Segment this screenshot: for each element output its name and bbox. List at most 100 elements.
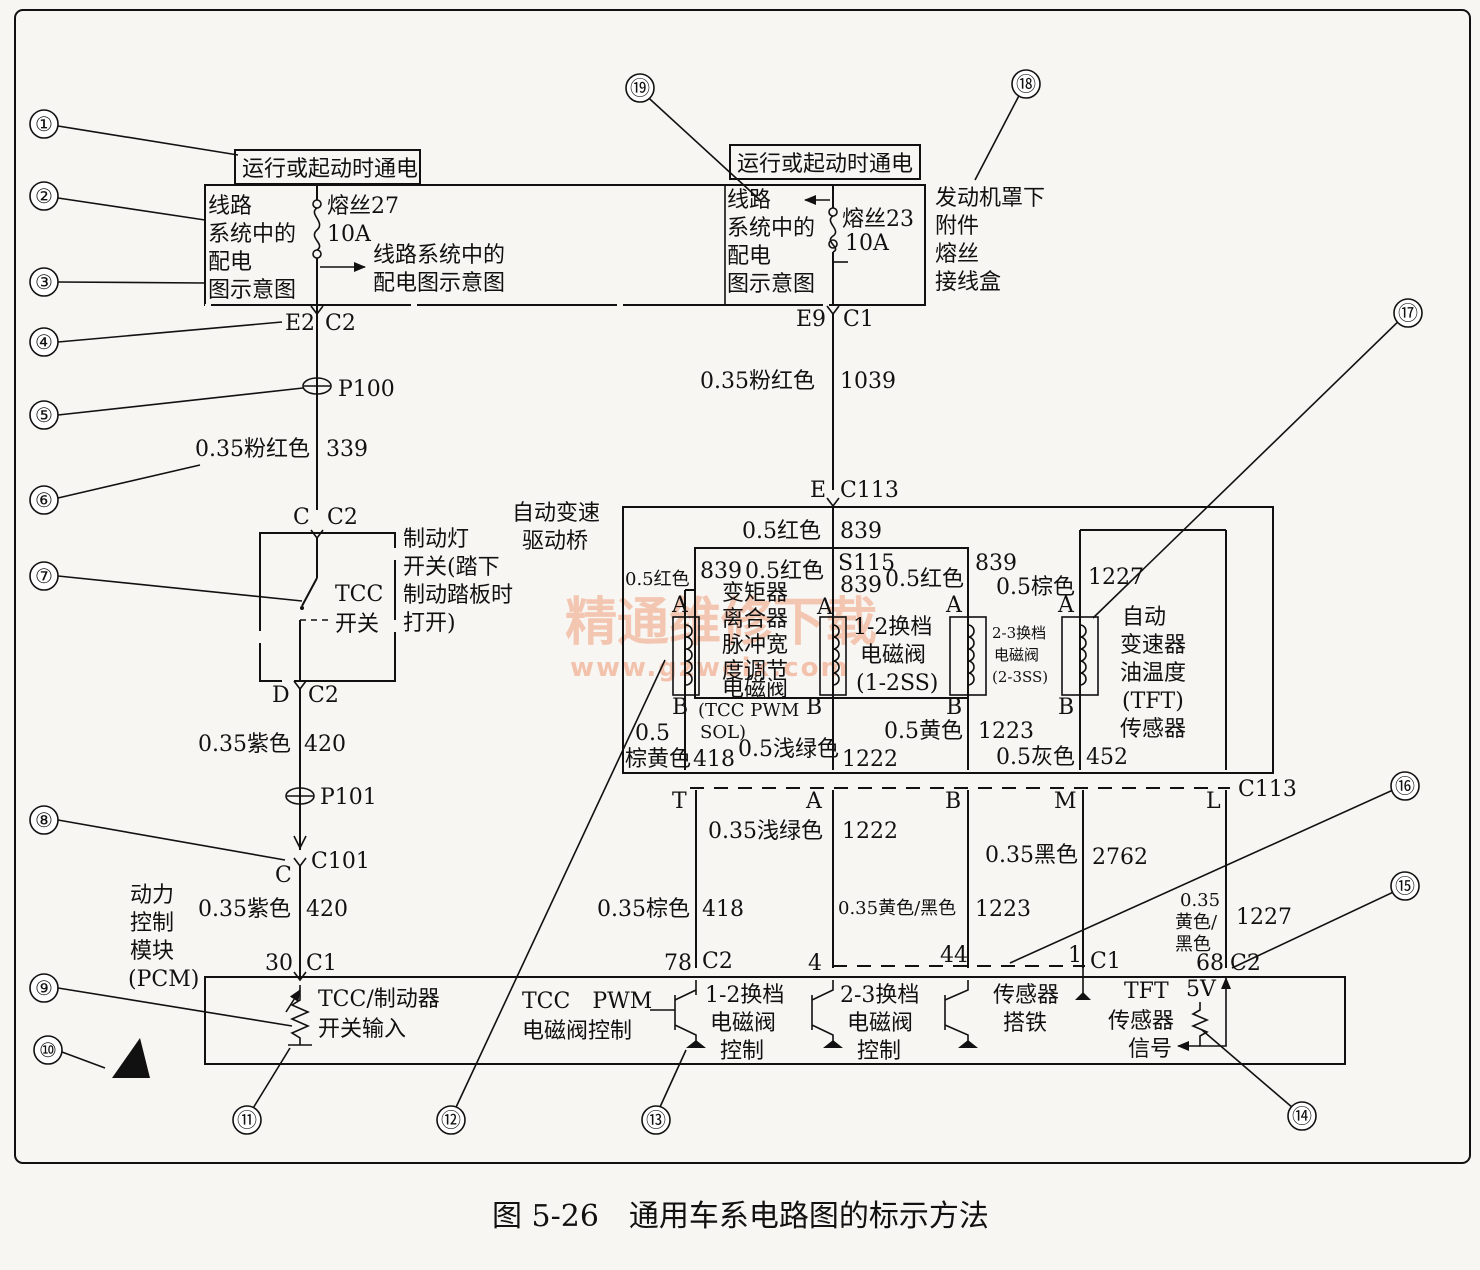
splice-p100-icon: [302, 377, 332, 395]
pcm-ss12-ctrl-2: 电磁阀: [710, 1011, 776, 1036]
c113-harness: T A B M L C113 0.35棕色 418 0.35浅绿色 1222 0…: [597, 777, 1297, 976]
tft-feed-color: 0.5棕色: [996, 575, 1075, 600]
left-conn2-pin: C: [293, 505, 310, 530]
c113-pin-t: T: [672, 789, 687, 814]
c113-pin-b: B: [945, 789, 961, 814]
input-resistor-icon: [290, 985, 310, 1045]
tcc-out-color-2: 棕黄色: [625, 747, 691, 772]
tft-line-2: 变速器: [1120, 633, 1186, 658]
right-wire-circuit: 1039: [840, 369, 896, 394]
brake-switch-desc-3: 制动踏板时: [403, 583, 513, 608]
trans-conn-pin: E: [810, 478, 826, 503]
pcm-box: TCC/制动器 开关输入 TCC PWM 电磁阀控制 1-2换档 电磁阀 控制 …: [204, 968, 1346, 1065]
underhood-line-4: 接线盒: [935, 270, 1001, 295]
sol-tcc-line-4: 度调节: [722, 659, 788, 684]
c113-pin-m: M: [1054, 789, 1077, 814]
wire-1223-color: 0.35黄色/黑色: [838, 898, 956, 919]
fuse-27-icon: [313, 207, 321, 251]
splice-p101-icon: [285, 787, 315, 805]
ss12-feed-circuit: 839: [840, 573, 882, 598]
right-power-note-box: [729, 144, 921, 180]
left-wire1-color: 0.35粉红色: [195, 437, 310, 462]
pcm-pin-68-conn: C2: [1230, 951, 1261, 976]
left-fuse-block-line-2: 系统中的: [208, 222, 296, 247]
right-conn-pin: E9: [796, 307, 826, 332]
left-conn4-name: C101: [311, 849, 370, 874]
left-wire2-circuit: 420: [304, 732, 346, 757]
right-fuse-block-line-4: 图示意图: [727, 272, 815, 297]
sol-tcc-line-1: 变矩器: [722, 581, 788, 606]
pcm-tft-sig-2: 传感器: [1108, 1009, 1174, 1034]
left-fuse-block-line-3: 配电: [208, 250, 252, 275]
transaxle-box: 0.5红色 839 S115 0.5红色 839 0.5红色 A B 变矩器 离…: [622, 506, 1274, 774]
left-splice1: P100: [338, 377, 395, 402]
transaxle-label-1: 自动变速: [512, 501, 600, 526]
callout-14: ⑭: [1292, 1104, 1312, 1128]
underhood-line-3: 熔丝: [935, 242, 979, 267]
pcm-sensor-gnd-1: 传感器: [993, 983, 1059, 1008]
callout-7: ⑦: [35, 564, 53, 588]
feed-wire-circuit: 839: [840, 519, 882, 544]
watermark-title: 精通维修下载: [565, 593, 877, 653]
wire-1222-circuit: 1222: [842, 819, 898, 844]
underhood-line-2: 附件: [935, 214, 979, 239]
callout-18: ⑱: [1016, 72, 1036, 96]
sol-12-line-2: 电磁阀: [860, 643, 926, 668]
wire-1227-color-3: 黑色: [1175, 934, 1211, 955]
pcm-pin-44: 44: [940, 943, 968, 968]
splice-s115: S115: [838, 551, 895, 576]
tft-line-1: 自动: [1122, 605, 1166, 630]
ss12-out-circuit: 1222: [842, 747, 898, 772]
pcm-pin-68: 68: [1196, 951, 1224, 976]
right-fuse-rating: 10A: [845, 231, 890, 256]
callout-16: ⑯: [1395, 774, 1415, 798]
ss23-feed-circuit: 839: [975, 551, 1017, 576]
tft-line-5: 传感器: [1120, 717, 1186, 742]
feed-wire-color: 0.5红色: [742, 519, 821, 544]
callout-4: ④: [35, 330, 53, 354]
pcm-pin-4: 4: [808, 951, 822, 976]
sol-tcc-line-3: 脉冲宽: [722, 633, 788, 658]
ss12-out-color: 0.5浅绿色: [738, 737, 839, 762]
tcc-feed-color: 0.5红色: [625, 569, 690, 590]
pcm-input-1: TCC/制动器: [318, 987, 440, 1012]
tcc-out-circuit: 418: [693, 747, 735, 772]
left-wire3-color: 0.35紫色: [198, 897, 291, 922]
callout-13: ⑬: [646, 1108, 666, 1132]
left-conn1-pin: E2: [285, 311, 315, 336]
callout-6: ⑥: [35, 488, 53, 512]
wire-418-color: 0.35棕色: [597, 897, 690, 922]
left-wire1-circuit: 339: [326, 437, 368, 462]
pcm-tft-sig-1: TFT: [1124, 979, 1169, 1004]
c113-name: C113: [1238, 777, 1297, 802]
pcm-pin-78-conn: C2: [702, 949, 733, 974]
tcc-out-color-1: 0.5: [635, 721, 670, 746]
left-splice2: P101: [320, 785, 377, 810]
wire-1227-color-1: 0.35: [1180, 890, 1220, 911]
tft-pullup-resistor-icon: [1190, 1000, 1227, 1047]
pcm-ss23-ctrl-1: 2-3换档: [840, 983, 919, 1008]
diagram-frame: [14, 9, 1471, 1164]
sol-tcc-line-2: 离合器: [722, 607, 788, 632]
fuse-23-icon: [829, 215, 837, 253]
callout-9: ⑨: [35, 976, 53, 1000]
pcm-ss12-ctrl-3: 控制: [720, 1039, 764, 1064]
pcm-pin-1-conn: C1: [1090, 949, 1121, 974]
callout-numbers: ① ② ③ ④ ⑤ ⑥ ⑦ ⑧ ⑨ ⑩ ⑪ ⑫ ⑬ ⑭ ⑮ ⑯ ⑰ ⑱ ⑲: [29, 69, 1423, 1135]
left-pcm-conn: C1: [306, 951, 337, 976]
pcm-pin-1: 1: [1068, 943, 1082, 968]
callout-3: ③: [35, 270, 53, 294]
left-branch: 运行或起动时通电 线路 系统中的 配电 图示意图 熔丝27 10A 线路系统中的…: [128, 149, 926, 992]
brake-switch-desc-2: 开关(踏下: [403, 555, 500, 580]
pcm-ss12-ctrl-1: 1-2换档: [705, 983, 784, 1008]
ss12-transistor-icon: [811, 980, 834, 1048]
ss12-solenoid-coil-icon: [832, 624, 840, 686]
brake-switch-desc-1: 制动灯: [403, 527, 469, 552]
tft-sensor-coil-icon: [1079, 624, 1087, 686]
pcm-label-3: 模块: [130, 939, 174, 964]
wire-1223-circuit: 1223: [975, 897, 1031, 922]
left-fuse-name: 熔丝27: [327, 194, 399, 219]
sol-23-line-3: (2-3SS): [992, 668, 1048, 686]
pcm-tft-sig-3: 信号: [1128, 1037, 1172, 1062]
pcm-pin-78: 78: [664, 951, 692, 976]
